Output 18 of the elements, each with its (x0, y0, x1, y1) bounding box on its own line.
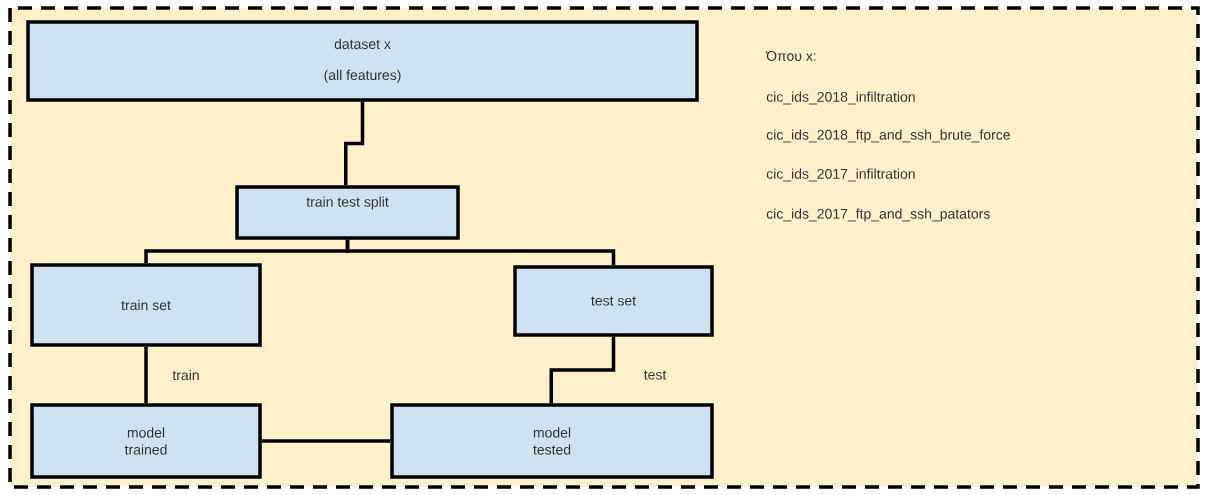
note-text: Όπου x: (765, 51, 816, 61)
connector-line (144, 346, 148, 404)
connector-line (345, 239, 616, 266)
process-box: train test split (235, 185, 460, 240)
note-text: cic_ids_2018_ftp_and_ssh_brute_force (766, 129, 1010, 143)
process-box: model trained (30, 403, 262, 479)
note-text: cic_ids_2017_ftp_and_ssh_patators (766, 208, 990, 222)
edge-label: test (643, 370, 667, 380)
process-box: test set (513, 265, 714, 337)
process-box: model tested (390, 403, 714, 479)
note-text: cic_ids_2018_infiltration (766, 91, 915, 105)
connector-line (549, 336, 616, 404)
connector-line (261, 439, 391, 443)
process-box: train set (30, 263, 262, 347)
edge-label: train (172, 369, 199, 381)
note-text: cic_ids_2017_infiltration (766, 168, 915, 182)
process-box: dataset x (all features) (26, 20, 699, 102)
connector-line (344, 101, 365, 186)
